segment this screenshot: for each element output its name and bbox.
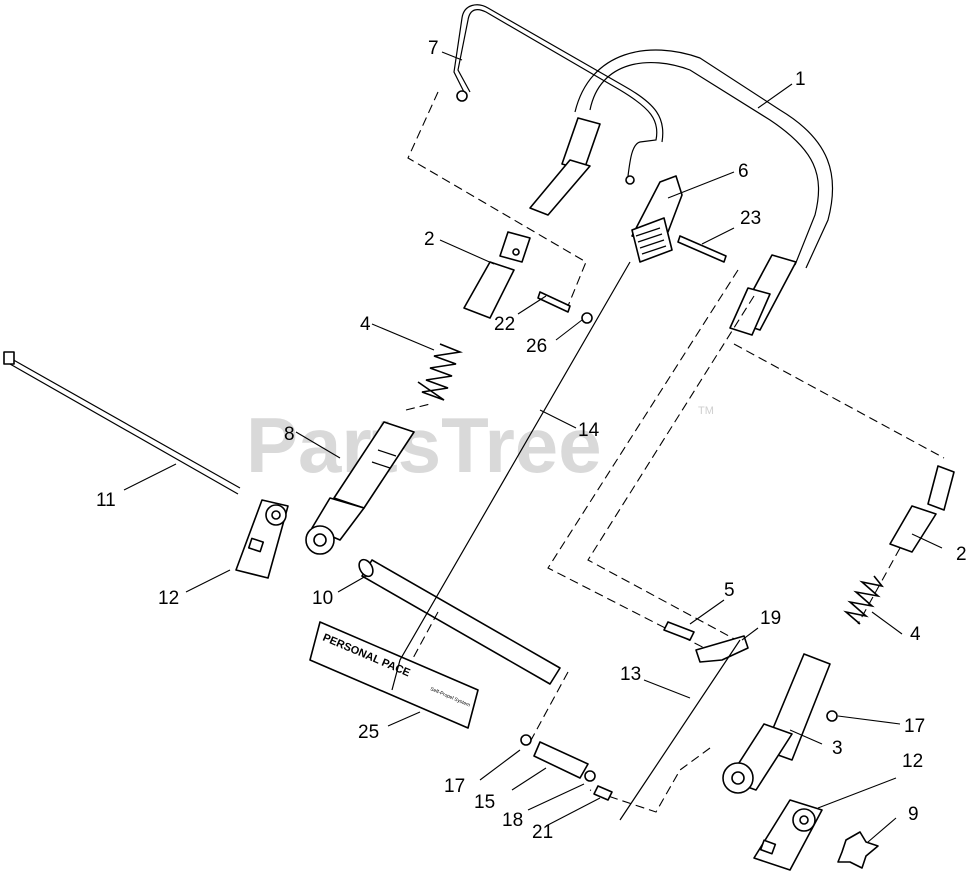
part-2-right-connector (889, 465, 955, 553)
callout-18: 18 (502, 810, 523, 831)
part-8-sleeve (305, 421, 415, 555)
callout-7: 7 (428, 38, 439, 59)
callout-26: 26 (526, 336, 547, 357)
callout-12-right: 12 (902, 751, 923, 772)
watermark: PartsTree TM (246, 401, 714, 489)
callout-13: 13 (620, 664, 641, 685)
part-2-upper-connector (463, 231, 531, 319)
part-18-washer (584, 770, 596, 782)
part-21-pin (593, 785, 613, 801)
part-14-cable (391, 261, 631, 691)
part-1-handle (529, 49, 834, 336)
part-7-bail (453, 4, 664, 185)
assembly-guides (405, 91, 945, 813)
callout-25: 25 (358, 722, 379, 743)
callout-12-left: 12 (158, 588, 179, 609)
callout-5: 5 (724, 580, 735, 601)
part-13-cable (619, 639, 741, 821)
callout-22: 22 (494, 314, 515, 335)
callout-10: 10 (312, 588, 333, 609)
callout-17-right: 17 (904, 716, 925, 737)
callout-2-upper: 2 (424, 229, 435, 250)
callout-9: 9 (908, 804, 919, 825)
part-26-nut (581, 312, 593, 324)
part-23-pin (677, 235, 727, 263)
part-15-clevis (533, 741, 589, 779)
callout-21: 21 (532, 822, 553, 843)
callout-4-upper: 4 (360, 314, 371, 335)
callout-4-right: 4 (910, 624, 921, 645)
part-10-tube (358, 558, 561, 685)
callout-17-left: 17 (444, 776, 465, 797)
callout-19: 19 (760, 608, 781, 629)
callout-3: 3 (832, 738, 843, 759)
part-6-lever (631, 175, 683, 263)
callout-2-right: 2 (956, 544, 967, 565)
part-17-right-nut (826, 710, 838, 722)
callout-8: 8 (284, 424, 295, 445)
part-4-right-spring (843, 575, 884, 625)
callout-11: 11 (96, 490, 116, 511)
watermark-trademark: TM (698, 405, 714, 417)
callout-1: 1 (795, 69, 806, 90)
part-12-left-link (235, 499, 289, 579)
callout-6: 6 (738, 161, 749, 182)
part-19-bracket (695, 635, 749, 663)
watermark-text: PartsTree (246, 401, 602, 489)
part-4-upper-spring (417, 343, 464, 401)
part-17-lower-nut (520, 734, 532, 746)
callout-23: 23 (740, 208, 761, 229)
callout-15: 15 (474, 792, 495, 813)
part-5-bolt (663, 621, 695, 641)
part-25-decal: PERSONAL PACE Self-Propel System (309, 621, 479, 729)
part-9-knob (837, 831, 879, 869)
part-11-rod (3, 351, 241, 495)
part-12-right-link (753, 799, 823, 871)
part-22-screw (537, 291, 571, 313)
part-3-right-sleeve (722, 653, 831, 794)
callout-labels: 1 2 2 3 4 4 5 6 7 8 9 10 11 12 12 13 14 … (96, 38, 967, 843)
leader-lines (123, 51, 943, 843)
callout-14: 14 (578, 420, 600, 441)
